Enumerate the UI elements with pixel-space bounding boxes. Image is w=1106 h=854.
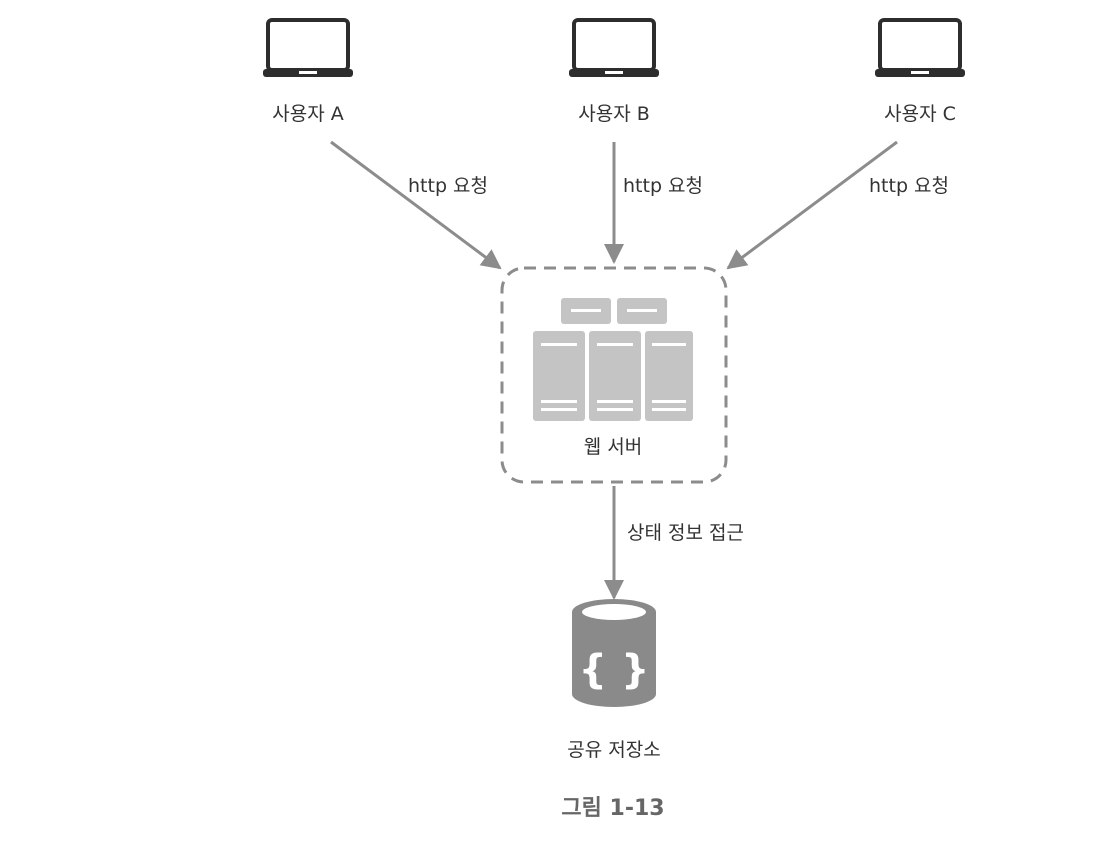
request-label-b: http 요청 [623,175,703,197]
laptop-icon [263,18,353,77]
server-icon [533,298,693,421]
request-label-c: http 요청 [869,175,949,197]
user-b: 사용자 B [569,18,659,125]
shared-storage: { } 공유 저장소 [567,599,661,761]
request-arrow-a [330,140,502,270]
request-arrow-c [726,140,898,270]
user-b-label: 사용자 B [578,103,650,125]
user-c-label: 사용자 C [884,103,956,125]
user-c: 사용자 C [875,18,965,125]
user-a-label: 사용자 A [272,103,343,125]
server-boundary [500,266,728,484]
figure-caption: 그림 1-13 [561,796,664,821]
user-a: 사용자 A [263,18,353,125]
state-access-label: 상태 정보 접근 [627,522,744,544]
request-label-a: http 요청 [408,175,488,197]
web-server: 웹 서버 [500,266,728,484]
database-icon: { } [572,599,656,707]
laptop-icon [875,18,965,77]
shared-storage-label: 공유 저장소 [567,739,660,761]
storage-symbol: { } [579,647,650,693]
web-server-label: 웹 서버 [584,436,642,458]
laptop-icon [569,18,659,77]
